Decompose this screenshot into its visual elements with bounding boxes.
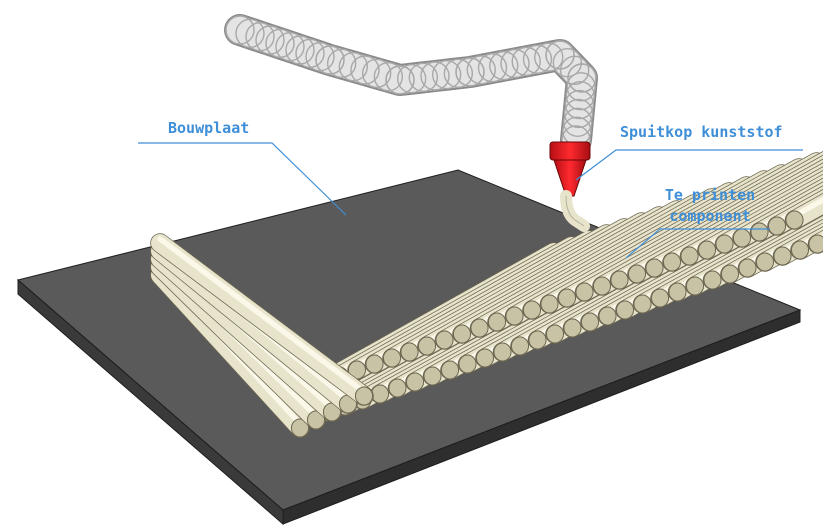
hose-rib bbox=[567, 63, 597, 93]
hose-rib bbox=[559, 55, 590, 86]
filament-rod bbox=[790, 226, 823, 260]
hose-rib bbox=[534, 42, 564, 72]
hose-rib bbox=[326, 48, 357, 79]
extruded-filament bbox=[560, 190, 590, 232]
hose-rib bbox=[565, 81, 595, 111]
hose-rib bbox=[443, 58, 474, 89]
hose-rib bbox=[315, 45, 345, 75]
hose-rib bbox=[373, 61, 404, 92]
hose-rib bbox=[500, 48, 530, 79]
filament-rod bbox=[807, 229, 823, 254]
hose-rib bbox=[408, 62, 439, 93]
nozzle bbox=[549, 141, 591, 232]
nozzle-collar bbox=[549, 141, 591, 161]
component-label-line1: Te printen bbox=[664, 186, 756, 204]
hose-rib bbox=[489, 50, 519, 81]
hose-rib bbox=[563, 107, 593, 137]
hose-rib bbox=[566, 72, 596, 102]
hose-rib bbox=[338, 51, 369, 82]
supply-hose bbox=[224, 14, 598, 156]
build-plate-leader bbox=[138, 142, 347, 216]
hose-rib bbox=[396, 63, 427, 94]
hose-rib bbox=[385, 65, 415, 95]
hose-rib bbox=[545, 40, 575, 70]
hose-rib bbox=[511, 46, 541, 77]
callout-lines bbox=[138, 142, 803, 259]
hose-rib bbox=[431, 59, 462, 90]
hose-rib bbox=[420, 61, 450, 91]
hose-rib bbox=[466, 55, 496, 85]
hose-rib bbox=[455, 57, 485, 87]
hose-rib bbox=[563, 98, 594, 129]
build-plate-right-edge bbox=[282, 309, 801, 525]
filament-rod bbox=[784, 192, 823, 230]
extruded-filament-outline bbox=[565, 195, 585, 227]
filament-rod bbox=[150, 233, 374, 406]
hose-rib bbox=[477, 53, 508, 83]
nozzle-leader bbox=[575, 149, 803, 181]
build-plate-label: Bouwplaat bbox=[168, 119, 250, 137]
component-label-line2: component bbox=[669, 207, 751, 225]
hose-rib bbox=[522, 44, 553, 74]
hose-rib bbox=[350, 55, 380, 85]
component-leader bbox=[625, 228, 770, 259]
hose-rib bbox=[564, 89, 595, 120]
nozzle-cone bbox=[553, 159, 587, 197]
hose-rib bbox=[361, 58, 392, 89]
printed-component bbox=[150, 150, 823, 438]
hose-rib bbox=[552, 47, 583, 78]
nozzle-label: Spuitkop kunststof bbox=[620, 123, 783, 141]
